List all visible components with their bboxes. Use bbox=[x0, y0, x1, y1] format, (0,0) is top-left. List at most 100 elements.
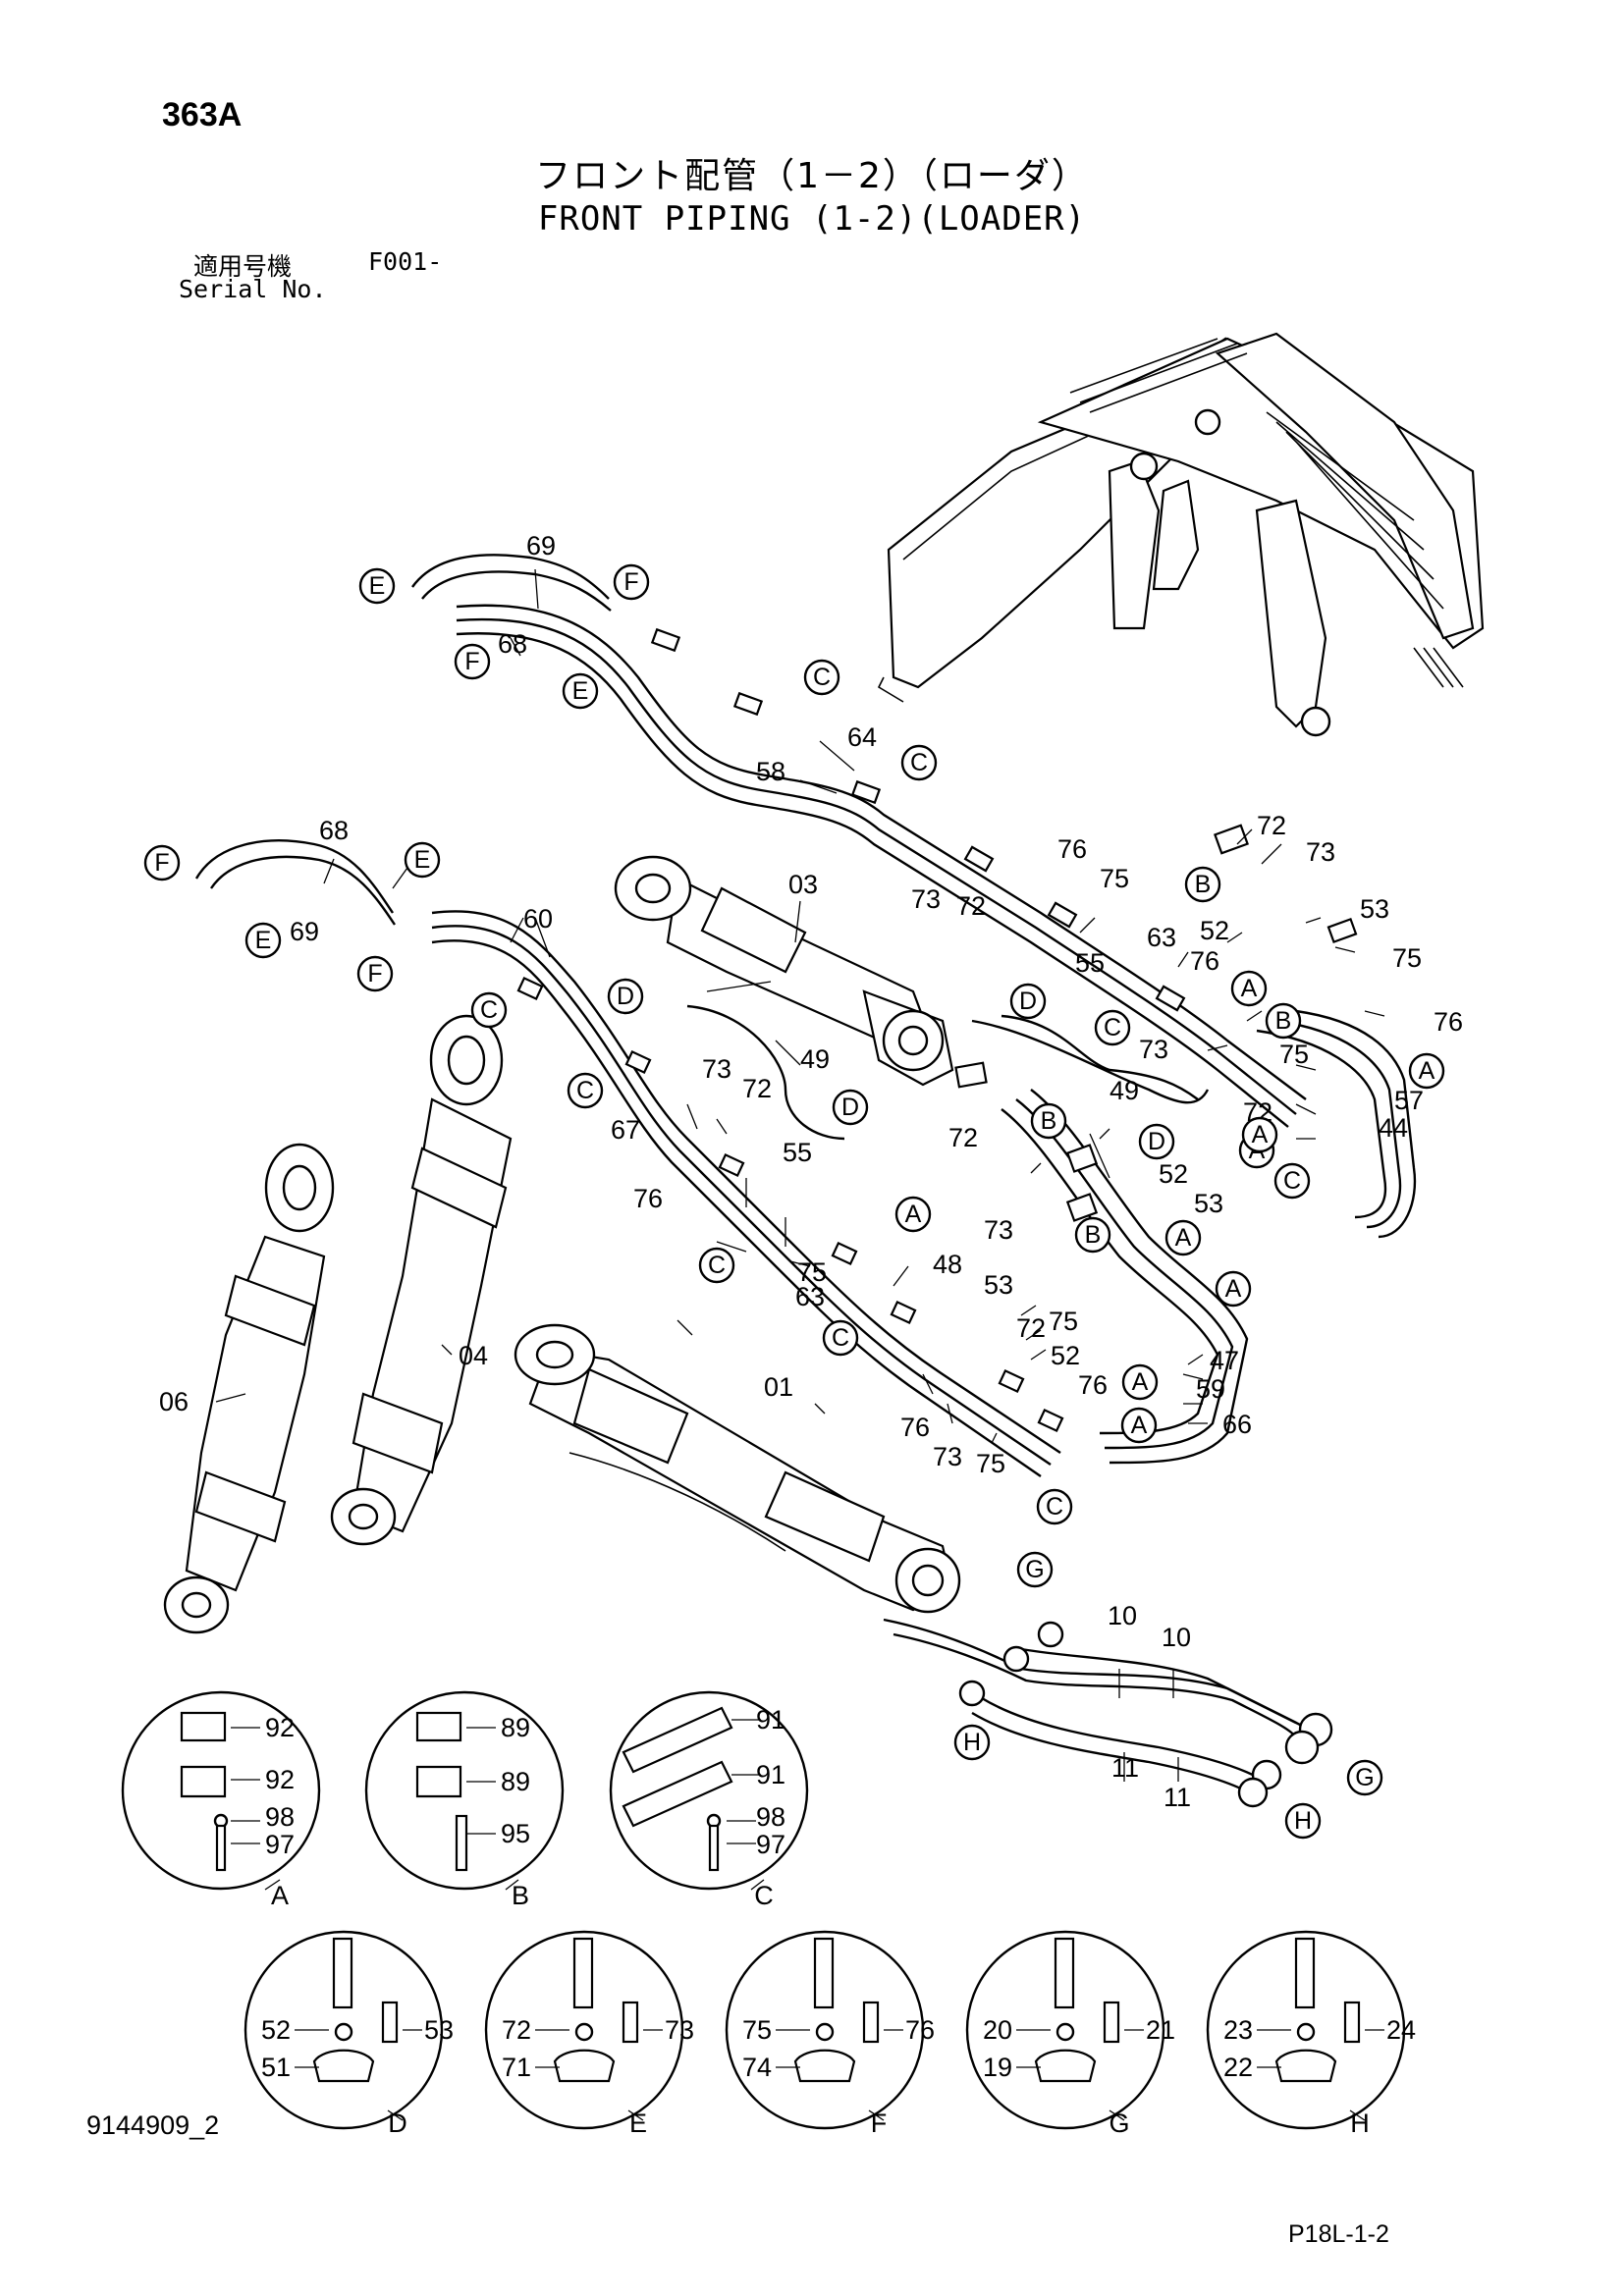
svg-text:B: B bbox=[1041, 1107, 1057, 1135]
callout-c2: C bbox=[900, 744, 938, 781]
cylinder-06 bbox=[163, 1143, 335, 1634]
cylinder-03 bbox=[614, 855, 954, 1087]
svg-text:A: A bbox=[1225, 1275, 1242, 1303]
label-49a: 49 bbox=[800, 1044, 830, 1074]
svg-text:A: A bbox=[1132, 1368, 1149, 1396]
document-code: 9144909_2 bbox=[86, 2110, 220, 2140]
label-75f: 75 bbox=[976, 1449, 1005, 1478]
label-64: 64 bbox=[847, 722, 877, 752]
svg-text:H: H bbox=[963, 1729, 981, 1756]
label-76a: 76 bbox=[1057, 834, 1087, 864]
cylinder-04 bbox=[330, 1014, 513, 1546]
svg-text:E: E bbox=[255, 927, 272, 954]
label-72b: 72 bbox=[1257, 811, 1286, 840]
callout-h1: H bbox=[953, 1724, 991, 1761]
callout-f2: F bbox=[454, 643, 491, 680]
callout-a1: A bbox=[1230, 970, 1268, 1007]
callout-a7: A bbox=[1121, 1363, 1159, 1401]
label-44: 44 bbox=[1379, 1113, 1408, 1143]
label-66: 66 bbox=[1222, 1410, 1252, 1439]
label-69b: 69 bbox=[290, 917, 319, 946]
detail-a-label-4: 97 bbox=[265, 1830, 295, 1859]
svg-text:C: C bbox=[480, 996, 498, 1024]
callout-f3: F bbox=[143, 844, 181, 881]
label-72e: 72 bbox=[948, 1123, 978, 1152]
svg-text:D: D bbox=[1019, 988, 1037, 1015]
svg-text:D: D bbox=[841, 1094, 859, 1121]
svg-text:E: E bbox=[414, 846, 431, 874]
label-75d: 75 bbox=[797, 1257, 827, 1287]
detail-e: 72 73 71 E bbox=[484, 1930, 694, 2138]
svg-text:C: C bbox=[1046, 1493, 1063, 1521]
label-01: 01 bbox=[764, 1372, 793, 1402]
serial-label-english: Serial No. bbox=[179, 275, 327, 303]
detail-h: 23 24 22 H bbox=[1206, 1930, 1416, 2138]
label-59: 59 bbox=[1196, 1374, 1225, 1404]
svg-text:B: B bbox=[1085, 1221, 1102, 1249]
callout-g1: G bbox=[1016, 1551, 1054, 1588]
callout-a8: A bbox=[1120, 1407, 1158, 1444]
svg-text:A: A bbox=[1252, 1121, 1269, 1148]
detail-a: 92 92 98 97 A bbox=[121, 1690, 321, 1910]
callout-f1: F bbox=[613, 563, 650, 601]
detail-c-label-4: 97 bbox=[756, 1830, 785, 1859]
clamp-markers bbox=[516, 627, 1358, 1433]
label-10a: 10 bbox=[1108, 1601, 1137, 1630]
callout-d2: D bbox=[1009, 983, 1047, 1020]
serial-value: F001- bbox=[368, 247, 443, 276]
detail-h-label-1: 23 bbox=[1223, 2015, 1253, 2045]
middle-pipe-run bbox=[194, 839, 1061, 1477]
detail-d: 52 53 51 D bbox=[244, 1930, 454, 2138]
callout-c7: C bbox=[1273, 1162, 1311, 1200]
label-63b: 63 bbox=[795, 1282, 825, 1311]
callout-c3: C bbox=[470, 991, 508, 1029]
label-75e: 75 bbox=[1049, 1307, 1078, 1336]
label-47: 47 bbox=[1210, 1346, 1239, 1375]
detail-d-label-3: 51 bbox=[261, 2053, 291, 2082]
callout-b3: B bbox=[1030, 1102, 1067, 1140]
label-69: 69 bbox=[526, 531, 556, 561]
svg-text:C: C bbox=[910, 749, 928, 776]
label-53b: 53 bbox=[1194, 1189, 1223, 1218]
svg-text:G: G bbox=[1355, 1764, 1374, 1791]
svg-text:C: C bbox=[576, 1077, 594, 1104]
detail-e-label-2: 73 bbox=[665, 2015, 694, 2045]
callout-b2: B bbox=[1265, 1002, 1302, 1040]
callout-a6: A bbox=[1215, 1270, 1252, 1308]
cylinder-01 bbox=[514, 1323, 961, 1614]
label-60: 60 bbox=[523, 904, 553, 934]
detail-h-letter: H bbox=[1350, 2109, 1370, 2138]
label-55b: 55 bbox=[783, 1138, 812, 1167]
label-76d: 76 bbox=[633, 1184, 663, 1213]
label-11b: 11 bbox=[1164, 1783, 1191, 1812]
label-55a: 55 bbox=[1075, 948, 1105, 978]
detail-e-label-3: 71 bbox=[502, 2053, 531, 2082]
detail-a-label-3: 98 bbox=[265, 1802, 295, 1832]
label-53a: 53 bbox=[1360, 894, 1389, 924]
detail-g-label-2: 21 bbox=[1146, 2015, 1175, 2045]
label-73f: 73 bbox=[933, 1442, 962, 1471]
callout-c8: C bbox=[822, 1319, 859, 1357]
label-76e: 76 bbox=[1078, 1370, 1108, 1400]
detail-g-letter: G bbox=[1109, 2109, 1129, 2138]
callout-d1: D bbox=[607, 978, 644, 1015]
label-72f: 72 bbox=[1016, 1313, 1046, 1343]
svg-text:C: C bbox=[813, 664, 831, 691]
svg-text:B: B bbox=[1275, 1007, 1292, 1035]
label-68: 68 bbox=[498, 629, 527, 659]
svg-text:F: F bbox=[367, 960, 382, 988]
callout-e3: E bbox=[404, 841, 441, 879]
svg-text:H: H bbox=[1294, 1807, 1312, 1835]
svg-text:A: A bbox=[1419, 1057, 1435, 1085]
svg-text:E: E bbox=[572, 677, 589, 705]
callout-d3: D bbox=[832, 1089, 869, 1126]
callout-a2: A bbox=[1408, 1052, 1445, 1090]
callout-c5: C bbox=[567, 1072, 604, 1109]
label-49b: 49 bbox=[1110, 1076, 1139, 1105]
callout-b1: B bbox=[1184, 866, 1221, 903]
callout-c1: C bbox=[803, 659, 840, 696]
serial-label-japanese: 適用号機 bbox=[193, 252, 293, 281]
detail-f-label-3: 74 bbox=[742, 2053, 772, 2082]
callout-a5: A bbox=[1164, 1219, 1202, 1256]
detail-b-label-1: 89 bbox=[501, 1713, 530, 1742]
